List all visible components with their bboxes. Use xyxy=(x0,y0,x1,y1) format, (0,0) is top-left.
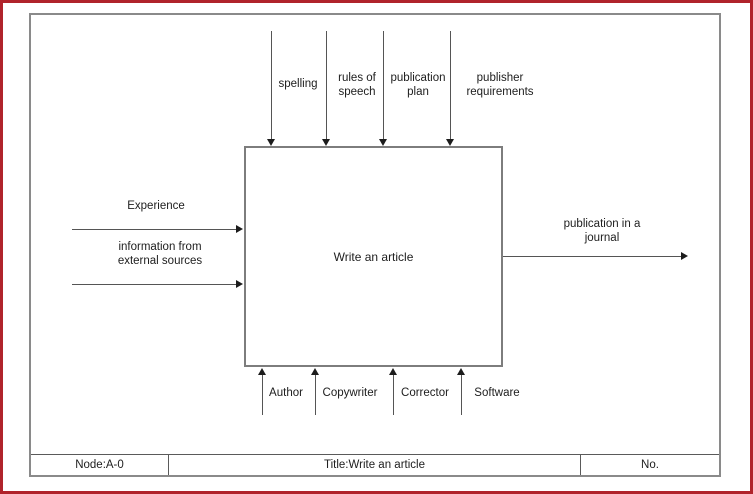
control-arrow-publication-plan xyxy=(382,31,384,139)
mechanism-arrowhead-software-icon xyxy=(457,368,465,375)
mechanism-arrow-author xyxy=(261,375,263,415)
footer-node-cell: Node:A-0 xyxy=(31,455,169,475)
mechanism-arrow-software xyxy=(460,375,462,415)
control-arrowhead-publisher-requirements-icon xyxy=(446,139,454,146)
mechanism-label-corrector: Corrector xyxy=(401,387,449,399)
mechanism-label-software: Software xyxy=(474,387,520,399)
output-arrowhead-publication-icon xyxy=(681,252,688,260)
input-label-experience: Experience xyxy=(127,200,185,212)
output-label-publication: publication in a journal xyxy=(563,218,641,244)
control-arrowhead-publication-plan-icon xyxy=(379,139,387,146)
footer-title-cell: Title:Write an article xyxy=(169,455,581,475)
footer-bar: Node:A-0 Title:Write an article No. xyxy=(31,454,719,475)
input-arrowhead-information-icon xyxy=(236,280,243,288)
function-box-label: Write an article xyxy=(333,249,414,264)
control-arrowhead-rules-of-speech-icon xyxy=(322,139,330,146)
input-arrow-experience xyxy=(72,228,236,230)
control-arrow-publisher-requirements xyxy=(449,31,451,139)
function-box: Write an article xyxy=(244,146,503,367)
control-arrow-spelling xyxy=(270,31,272,139)
mechanism-arrowhead-author-icon xyxy=(258,368,266,375)
diagram-frame: Node:A-0 Title:Write an article No. xyxy=(29,13,721,477)
control-label-publisher-requirements: publisher requirements xyxy=(466,72,534,98)
mechanism-arrowhead-corrector-icon xyxy=(389,368,397,375)
mechanism-arrow-copywriter xyxy=(314,375,316,415)
mechanism-arrow-corrector xyxy=(392,375,394,415)
control-arrow-rules-of-speech xyxy=(325,31,327,139)
mechanism-label-copywriter: Copywriter xyxy=(322,387,378,399)
control-label-rules-of-speech: rules of speech xyxy=(338,72,376,98)
footer-number-cell: No. xyxy=(641,459,659,471)
output-arrow-publication xyxy=(503,255,681,257)
input-label-information: information from external sources xyxy=(117,241,203,267)
input-arrowhead-experience-icon xyxy=(236,225,243,233)
control-arrowhead-spelling-icon xyxy=(267,139,275,146)
control-label-spelling: spelling xyxy=(278,78,318,90)
mechanism-label-author: Author xyxy=(269,387,303,399)
input-arrow-information xyxy=(72,283,236,285)
mechanism-arrowhead-copywriter-icon xyxy=(311,368,319,375)
control-label-publication-plan: publication plan xyxy=(390,72,446,98)
